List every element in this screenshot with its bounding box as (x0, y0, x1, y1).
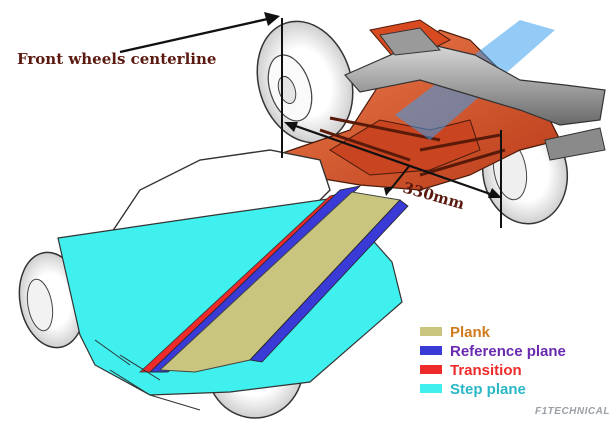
legend-swatch-transition (420, 365, 442, 374)
diffuser (94, 339, 201, 411)
reference-plane-strip-right (249, 199, 409, 363)
front-wheels-label: Front wheels centerline (17, 50, 216, 68)
legend-label-transition: Transition (450, 362, 522, 379)
legend: Plank Reference plane Transition Step pl… (420, 324, 566, 398)
legend-swatch-reference-plane (420, 346, 442, 355)
front-wing (344, 27, 606, 161)
dimension-arrow (284, 122, 502, 198)
legend-swatch-step-plane (420, 384, 442, 393)
measurement-arrow (384, 164, 411, 196)
brand-watermark: F1TECHNICAL (535, 406, 610, 417)
legend-label-plank: Plank (450, 324, 491, 341)
reference-plane-strip (149, 185, 362, 373)
legend-label-reference-plane: Reference plane (450, 343, 566, 360)
legend-label-step-plane: Step plane (450, 381, 526, 398)
legend-swatch-plank (420, 327, 442, 336)
front-wheels-pointer (119, 12, 280, 54)
